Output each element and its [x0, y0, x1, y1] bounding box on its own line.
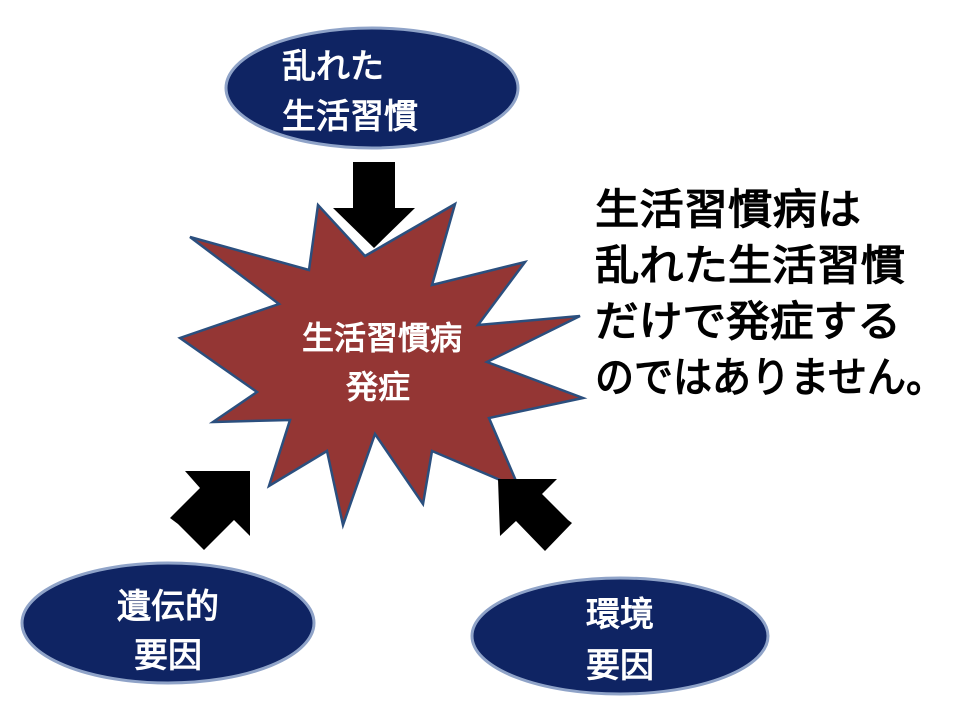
arrow-up-right-icon	[170, 471, 250, 550]
center-line2: 発症	[345, 368, 410, 406]
message-line3: だけで発症する	[595, 297, 901, 346]
node-genetic-factors-line1: 遺伝的	[117, 587, 219, 627]
node-genetic-factors-ellipse	[20, 561, 316, 685]
node-environmental-factors-line1: 環境	[586, 595, 654, 635]
message-block: 生活習慣病は 乱れた生活習慣 だけで発症する のではありません。	[595, 185, 945, 402]
message-line4: のではありません。	[595, 353, 945, 402]
node-disordered-lifestyle: 乱れた 生活習慣	[224, 26, 520, 150]
node-disordered-lifestyle-line2: 生活習慣	[282, 97, 418, 137]
node-environmental-factors: 環境 要因	[470, 576, 770, 696]
node-environmental-factors-line2: 要因	[586, 646, 654, 686]
node-environmental-factors-ellipse	[470, 576, 770, 696]
message-line2: 乱れた生活習慣	[595, 241, 905, 290]
arrow-down-icon	[333, 162, 415, 248]
arrow-up-left-icon	[498, 479, 572, 551]
node-genetic-factors-line2: 要因	[134, 636, 202, 676]
burst-shape	[177, 201, 588, 530]
node-disordered-lifestyle-line1: 乱れた	[282, 47, 384, 87]
center-line1: 生活習慣病	[302, 319, 462, 357]
center-burst: 生活習慣病 発症	[177, 201, 588, 530]
node-disordered-lifestyle-ellipse	[224, 26, 520, 150]
message-line1: 生活習慣病は	[595, 185, 861, 234]
node-genetic-factors: 遺伝的 要因	[20, 561, 316, 685]
